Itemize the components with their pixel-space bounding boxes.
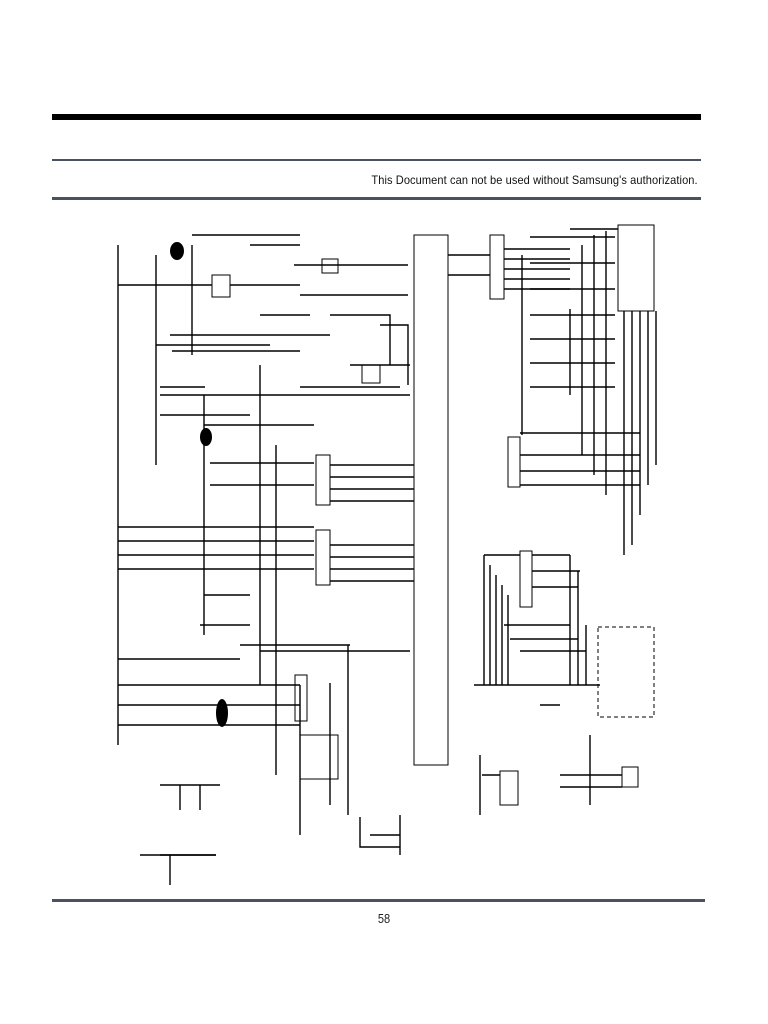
mcu-chip (413, 234, 449, 766)
header-bottom-rule (52, 197, 701, 200)
authorization-notice: This Document can not be used without Sa… (371, 173, 698, 187)
footer-rule (52, 899, 705, 902)
circuit-schematic (117, 224, 657, 885)
top-rule (52, 114, 701, 120)
page-number: 58 (377, 911, 391, 926)
header-rule (52, 159, 701, 161)
